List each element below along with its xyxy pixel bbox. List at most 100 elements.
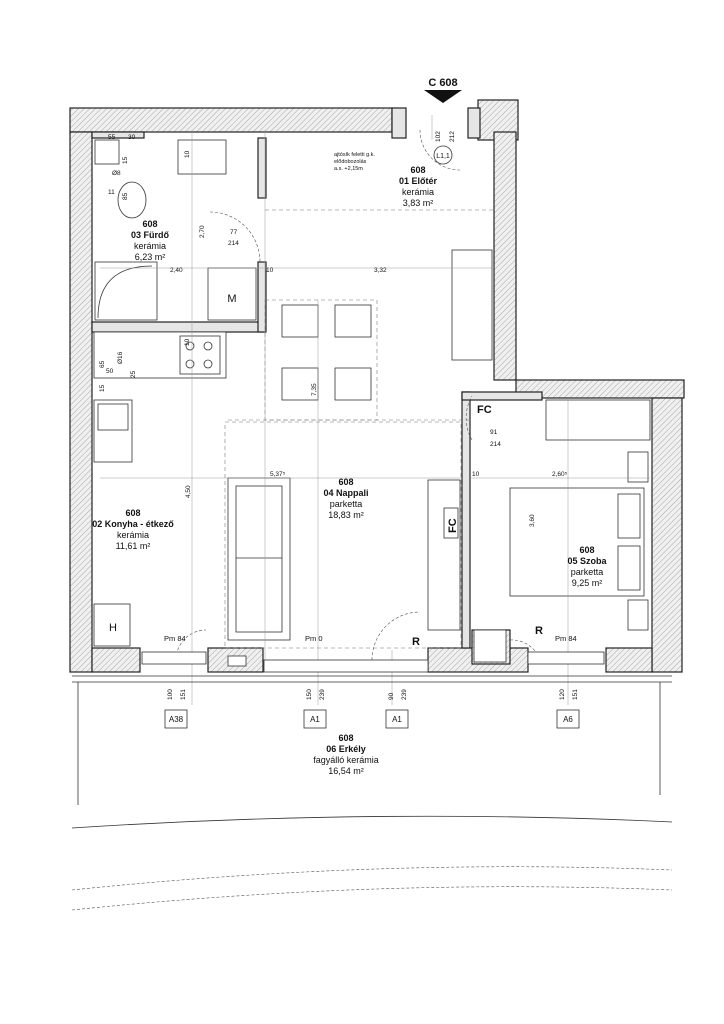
level-label: Pm 0 — [305, 634, 323, 643]
dim: Ø8 — [112, 170, 121, 177]
dining-set — [264, 299, 378, 421]
window-a38 — [141, 651, 207, 665]
window-labels: 100 151 A38 150 239 A1 90 239 A1 120 151… — [167, 689, 579, 724]
room-number: 608 — [338, 733, 353, 743]
room-number: 608 — [579, 545, 594, 555]
tv-cabinet — [427, 479, 461, 631]
wardrobe-bedroom — [545, 399, 651, 441]
fridge-label: H — [109, 622, 117, 634]
door-note-line-3: a.s. +2,15m — [334, 166, 363, 172]
level-label: Pm 84 — [555, 634, 577, 643]
room-label-szoba: 608 05 Szoba parketta 9,25 m² — [567, 545, 607, 588]
window-height: 151 — [180, 689, 187, 700]
dim: 77 — [230, 229, 238, 236]
balcony — [71, 651, 673, 911]
window-a1-door — [263, 659, 429, 673]
window-width: 120 — [559, 689, 566, 700]
dimension-lines — [100, 115, 650, 705]
fridge — [93, 603, 131, 647]
window-height: 151 — [572, 689, 579, 700]
room-name: 04 Nappali — [323, 488, 368, 498]
dim: Ø16 — [117, 351, 124, 364]
dim: 7,35 — [311, 383, 318, 396]
dim: 10 — [184, 338, 191, 346]
window-height: 239 — [319, 689, 326, 700]
section-arrow-icon — [424, 90, 462, 103]
room-area: 3,83 m² — [403, 198, 434, 208]
window-width: 150 — [306, 689, 313, 700]
room-name: 02 Konyha - étkező — [92, 519, 174, 529]
room-area: 11,61 m² — [116, 541, 151, 551]
dim: 25 — [130, 370, 137, 378]
fan-coil-symbol-bedroom: FC — [477, 404, 492, 416]
window-height: 239 — [401, 689, 408, 700]
dim: 3,32 — [374, 267, 387, 274]
window-tags — [164, 709, 580, 729]
room-name: 06 Erkély — [326, 744, 366, 754]
room-label-erkely: 608 06 Erkély fagyálló kerámia 16,54 m² — [313, 733, 379, 776]
fan-coil-symbol-living: FC — [447, 518, 459, 533]
bedroom-furniture — [473, 399, 651, 663]
door-note-line-2: elődobozolás — [334, 159, 367, 165]
window-tag: A1 — [392, 715, 402, 724]
section-marker-label: C 608 — [428, 77, 457, 89]
dim: 55 — [108, 134, 116, 141]
bathroom-fixtures: M — [94, 139, 257, 321]
door-tag: L1,1 — [436, 153, 450, 160]
room-label-konyha: 608 02 Konyha - étkező kerámia 11,61 m² — [92, 508, 174, 551]
room-floor: kerámia — [134, 241, 166, 251]
radiator-symbol-bedroom: R — [535, 625, 543, 637]
room-label-nappali: 608 04 Nappali parketta 18,83 m² — [323, 477, 368, 520]
dim: 212 — [449, 131, 456, 142]
sofa — [227, 477, 291, 641]
window-tag: A38 — [169, 715, 184, 724]
room-number: 608 — [125, 508, 140, 518]
shelf — [94, 139, 120, 165]
dim: 2,40 — [170, 267, 183, 274]
exterior-walls — [69, 99, 685, 673]
room-name: 01 Előtér — [399, 176, 438, 186]
window-width: 90 — [388, 692, 395, 700]
room-label-furdo: 608 03 Fürdő kerámia 6,23 m² — [131, 219, 170, 262]
washing-machine — [207, 267, 257, 321]
cooktop — [179, 335, 221, 375]
dim: 65 — [99, 360, 106, 368]
dimension-texts: 55 30 10 15 Ø8 11 85 102 212 2,70 77 214… — [99, 131, 568, 527]
room-floor: kerámia — [402, 187, 434, 197]
dim: 10 — [184, 150, 191, 158]
window-width: 100 — [167, 689, 174, 700]
dim: 2,60⁵ — [552, 471, 568, 478]
dim: 102 — [435, 131, 442, 142]
radiator-symbol-living: R — [412, 636, 420, 648]
dim: 15 — [99, 384, 106, 392]
dim: 11 — [108, 189, 115, 196]
sink — [93, 399, 133, 463]
dim: 10 — [266, 267, 274, 274]
dim: 85 — [122, 192, 129, 200]
room-area: 18,83 m² — [328, 510, 364, 520]
window-tag: A6 — [563, 715, 573, 724]
room-area: 9,25 m² — [572, 578, 603, 588]
dim: 15 — [122, 156, 129, 164]
dim: 214 — [228, 240, 239, 247]
shower-tray — [94, 261, 158, 321]
room-floor: fagyálló kerámia — [313, 755, 379, 765]
window-tag: A1 — [310, 715, 320, 724]
door-note-line-1: ajtósík feletti g.k. — [334, 152, 375, 158]
dim: 214 — [490, 441, 501, 448]
door-note: ajtósík feletti g.k. elődobozolás a.s. +… — [334, 145, 453, 172]
room-label-eloter: 608 01 Előtér kerámia 3,83 m² — [399, 165, 438, 208]
chimney — [473, 629, 507, 663]
dim: 5,37⁵ — [270, 471, 286, 478]
room-name: 05 Szoba — [567, 556, 607, 566]
floor-levels: Pm 84 Pm 0 Pm 84 — [164, 634, 577, 643]
dim: 30 — [128, 134, 136, 141]
washing-machine-label: M — [227, 293, 236, 305]
dim: 4,50 — [185, 485, 192, 498]
section-marker: C 608 — [424, 77, 462, 103]
dim: 91 — [490, 429, 498, 436]
dim: 2,70 — [199, 225, 206, 238]
room-floor: parketta — [571, 567, 604, 577]
